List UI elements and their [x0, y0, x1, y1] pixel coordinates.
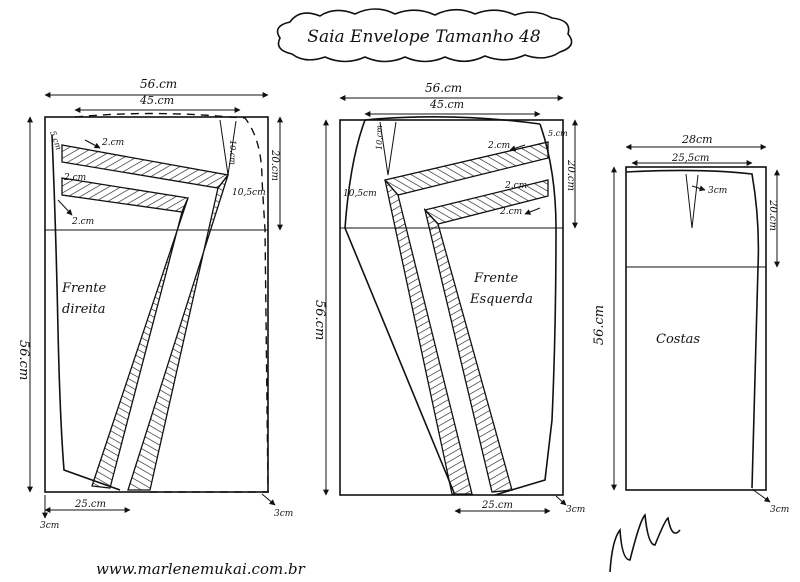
front-right-side-curve [51, 134, 121, 491]
title-cloud: Saia Envelope Tamanho 48 [276, 8, 573, 63]
front-right-height: 56.cm [16, 340, 31, 380]
front-left-band-3 [384, 179, 473, 495]
front-left-top-width: 56.cm [425, 81, 462, 95]
front-left-side-offset: 10,5cm [343, 189, 377, 199]
front-right-top-width: 56.cm [140, 77, 177, 91]
front-right-hem-width: 25.cm [74, 499, 106, 510]
back-dart [685, 173, 699, 229]
front-left-label-1: Frente [473, 271, 519, 286]
front-left-hem-width: 25.cm [481, 500, 513, 511]
front-left-hip-height: 20.cm [565, 159, 576, 191]
front-right-band3: 2.cm [71, 217, 94, 227]
front-left-waist-curve [364, 116, 541, 125]
front-left-band3-arrow [524, 207, 541, 215]
front-left-dart [379, 121, 397, 176]
front-right-hem-left: 3cm [40, 521, 59, 531]
signature: Marlene Mukai [609, 513, 710, 573]
front-left-band-2 [423, 179, 549, 225]
front-right-band1-arrow [84, 139, 101, 149]
title-text: Saia Envelope Tamanho 48 [307, 27, 541, 47]
front-left-waist-drop: 5.cm [548, 129, 568, 138]
front-left-band1: 2.cm [487, 141, 510, 151]
front-left-label-2: Esquerda [469, 292, 533, 307]
front-right-band1: 2.cm [101, 138, 124, 148]
front-right-hem-right-arrow [261, 493, 276, 506]
front-left-band1-arrow [509, 144, 526, 152]
front-right-waist-width: 45.cm [139, 94, 174, 107]
back-hip-height: 20.cm [767, 199, 778, 231]
front-left-height: 56.cm [312, 300, 327, 340]
front-right-label-1: Frente [61, 281, 107, 296]
front-right-hem-right: 3cm [274, 509, 293, 519]
front-left-band-4 [423, 207, 513, 493]
front-left-band3: 2.cm [499, 207, 522, 217]
front-right-dashed-edge [74, 112, 269, 493]
front-right-waist-drop: 5.cm [48, 130, 63, 152]
front-right-band-4 [127, 174, 229, 491]
front-right-piece: 56.cm 45.cm 56.cm 20.cm 5.cm 10.cm 10,5c… [16, 77, 293, 531]
back-piece: 28cm 25,5cm 56.cm 20.cm 3cm Costas 3cm [592, 133, 789, 515]
front-left-hem-right-arrow [555, 495, 567, 506]
back-hem-right-arrow [751, 488, 771, 503]
back-top-width: 28cm [681, 133, 713, 146]
front-right-band3-arrow [57, 199, 73, 216]
front-right-band-2 [61, 177, 189, 213]
front-right-side-offset: 10,5cm [232, 188, 266, 198]
front-right-band2: 2.cm [63, 173, 86, 183]
back-side-curve [625, 169, 760, 489]
back-waist-width: 25,5cm [671, 153, 709, 164]
front-right-band-3 [91, 197, 189, 489]
back-height: 56.cm [592, 305, 607, 345]
front-left-front-edge [344, 119, 456, 496]
website-text: www.marlenemukai.com.br [96, 560, 306, 577]
front-right-hip-height: 20.cm [269, 149, 280, 181]
front-left-piece: 56.cm 45.cm 56.cm 20.cm 5.cm 10.cm 10,5c… [312, 81, 585, 515]
back-dart-width: 3cm [708, 186, 727, 196]
back-label: Costas [656, 332, 700, 347]
back-outline [625, 166, 767, 491]
back-dart-arrow [691, 185, 706, 192]
front-left-side-curve [494, 123, 557, 496]
front-left-band2: 2.cm [504, 181, 527, 191]
front-left-waist-width: 45.cm [429, 98, 464, 111]
front-right-dart-length: 10.cm [228, 140, 237, 165]
front-right-label-2: direita [62, 302, 106, 317]
signature-text: Marlene Mukai [639, 558, 710, 568]
front-left-outline [339, 119, 564, 496]
front-left-dart-length: 10.cm [375, 125, 384, 150]
back-hem-right: 3cm [770, 505, 789, 515]
front-left-hem-right: 3cm [566, 505, 585, 515]
